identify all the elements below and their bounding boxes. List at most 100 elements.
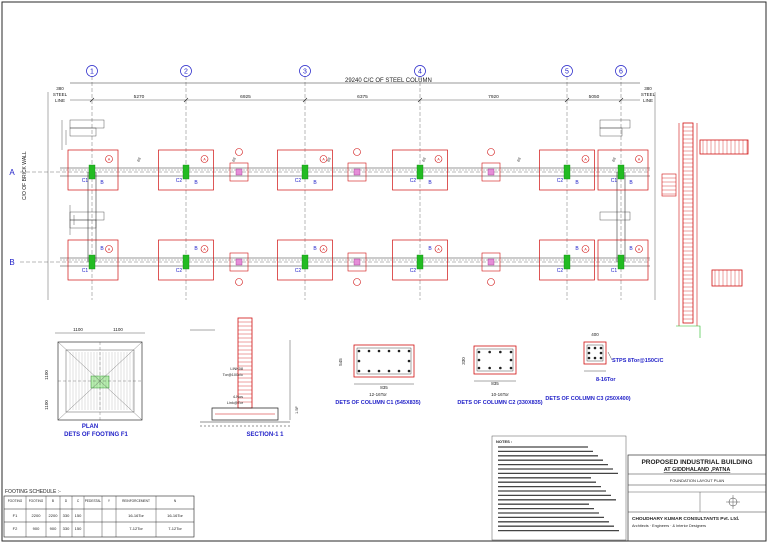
column-c1-bar-bot bbox=[357, 369, 361, 373]
footing-label-0-4: C2 bbox=[557, 178, 564, 184]
beam-tag-3: B3 bbox=[421, 157, 426, 162]
schedule-cell-0-8: 16-16Tor bbox=[167, 513, 183, 518]
column-c1-outline bbox=[353, 344, 415, 378]
schedule-header-1: FOOTING bbox=[29, 499, 44, 503]
column-pedestal-B1 bbox=[88, 254, 96, 270]
column-c2-bar-bot bbox=[509, 366, 513, 370]
spacing-5: 5050 bbox=[589, 94, 600, 100]
steel-line-right-1: STEEL bbox=[641, 92, 656, 97]
column-pedestal-A4 bbox=[416, 164, 424, 180]
column-c3-title: DETS OF COLUMN C3 (250X400) bbox=[545, 396, 630, 402]
column-pedestal-B6 bbox=[617, 254, 625, 270]
dim-tick-4 bbox=[564, 97, 570, 103]
footing-label-1-5: C1 bbox=[611, 268, 618, 274]
column-c3-bar-mid-l bbox=[587, 351, 591, 355]
column-c3-bar-bot bbox=[593, 356, 597, 360]
column-c2-bar-bot bbox=[499, 366, 502, 370]
schedule-cell-1-0: F2 bbox=[13, 526, 18, 531]
column-c2-bar-top bbox=[509, 350, 513, 354]
footing-mark-0-1: B bbox=[194, 180, 198, 186]
dim-tick-3 bbox=[417, 97, 423, 103]
dim-box-6 bbox=[599, 211, 631, 221]
schedule-title: FOOTING SCHEDULE :- bbox=[5, 489, 61, 495]
steel-line-left-2: LINE bbox=[55, 98, 65, 103]
column-pedestal-B4 bbox=[416, 254, 424, 270]
marker-circle-1-0 bbox=[105, 245, 113, 253]
column-c2-title: DETS OF COLUMN C2 (330X835) bbox=[457, 400, 542, 406]
footing-label-0-3: C2 bbox=[410, 178, 417, 184]
footing-label-0-2: C2 bbox=[295, 178, 302, 184]
column-c3-bar-top bbox=[599, 346, 603, 350]
footing-A2 bbox=[158, 149, 214, 191]
marker-circle-1-2 bbox=[319, 245, 328, 253]
spacing-4: 7920 bbox=[488, 94, 499, 100]
schedule-cell-1-8: 7-12Tor bbox=[168, 526, 182, 531]
column-c2-bar-top bbox=[488, 350, 491, 354]
column-c3-bar-mid-r bbox=[599, 351, 603, 355]
column-c3-bar-top bbox=[587, 346, 591, 350]
column-c1-bars: 12-16Tor bbox=[369, 392, 387, 397]
small-column-1-2 bbox=[487, 258, 495, 266]
dim-box-3 bbox=[69, 219, 97, 229]
small-marker-1-2 bbox=[487, 278, 495, 286]
beam-tag-4: B3 bbox=[516, 157, 521, 162]
dim-tick-2 bbox=[302, 97, 308, 103]
footing-dim-c: 1100 bbox=[44, 370, 49, 380]
footing-mark-0-2: B bbox=[313, 180, 317, 186]
column-c1-bar-top bbox=[387, 349, 391, 353]
column-c3-leader bbox=[607, 351, 613, 361]
section-note-link: LINK08 bbox=[230, 367, 243, 371]
project-title: PROPOSED INDUSTRIAL BUILDING bbox=[641, 459, 752, 466]
notes-heading: NOTES : bbox=[496, 439, 512, 444]
footing-mark-0-3: B bbox=[428, 180, 432, 186]
schedule-cell-1-7: 7-12Tor bbox=[129, 526, 143, 531]
section-note-link-sp: Tor@100c/c bbox=[223, 373, 243, 377]
column-c3-outline bbox=[583, 341, 607, 365]
schedule-cell-1-2: 900 bbox=[50, 526, 57, 531]
footing-label-0-5: C1 bbox=[611, 178, 618, 184]
small-marker-1-0 bbox=[235, 278, 243, 286]
small-footing-1-1 bbox=[347, 252, 367, 272]
schedule-header-0: FOOTING bbox=[8, 499, 23, 503]
marker-label-0-2: A bbox=[322, 158, 325, 162]
dim-box-1 bbox=[69, 127, 97, 137]
schedule-header-2: B bbox=[52, 499, 54, 503]
column-pedestal-A2 bbox=[182, 164, 190, 180]
schedule-cell-1-1: 900 bbox=[33, 526, 40, 531]
column-pedestal-A1 bbox=[88, 164, 96, 180]
grid-bubble-1 bbox=[86, 65, 98, 77]
marker-label-1-4: A bbox=[584, 248, 587, 252]
footing-B1 bbox=[67, 239, 119, 281]
marker-label-1-2: A bbox=[322, 248, 325, 252]
column-c2-bar-mid-l bbox=[477, 358, 481, 362]
column-c1-bar-bot bbox=[377, 369, 381, 373]
column-rebar-elevation bbox=[661, 122, 749, 338]
column-c1-bar-top bbox=[357, 349, 361, 353]
marker-circle-0-3 bbox=[434, 155, 443, 163]
marker-circle-0-4 bbox=[581, 155, 590, 163]
column-c1-bar-top bbox=[377, 349, 381, 353]
grid-label-5: 5 bbox=[565, 69, 569, 76]
drawing-name: FOUNDATION LAYOUT PLAN bbox=[670, 478, 725, 483]
plan-subtitle: DETS OF FOOTING F1 bbox=[64, 432, 128, 438]
marker-circle-0-5 bbox=[635, 155, 643, 163]
column-pedestal-A6 bbox=[617, 164, 625, 180]
dim-box-4 bbox=[599, 119, 631, 129]
footing-B5 bbox=[539, 239, 595, 281]
grid-bubble-6 bbox=[615, 65, 627, 77]
footing-A4 bbox=[392, 149, 448, 191]
beam-tag-2: B3 bbox=[326, 157, 331, 162]
small-footing-0-0 bbox=[229, 162, 249, 182]
column-c2-width: 835 bbox=[491, 381, 499, 386]
marker-circle-1-3 bbox=[434, 245, 443, 253]
marker-label-1-3: A bbox=[437, 248, 440, 252]
dim-box-5 bbox=[599, 127, 623, 137]
rebar-dim-leader bbox=[676, 325, 701, 338]
footing-label-0-1: C2 bbox=[176, 178, 183, 184]
section-note-nos: 4-Nos bbox=[233, 395, 243, 399]
section-footing-slab bbox=[211, 407, 279, 421]
